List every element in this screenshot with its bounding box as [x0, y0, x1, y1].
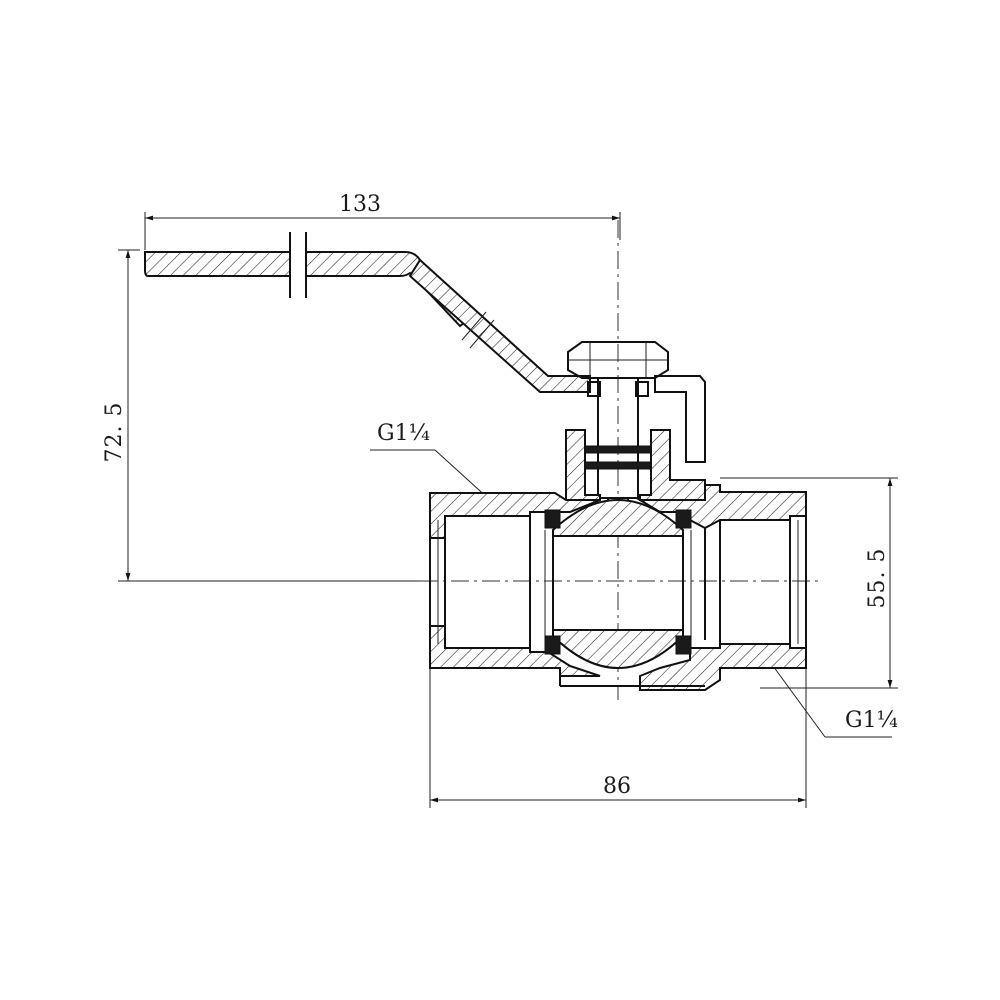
thread-label-left: G1¼	[377, 421, 430, 446]
thread-callout-left: G1¼	[370, 421, 491, 501]
valve-seats	[544, 509, 692, 655]
dimension-label-72-5: 72. 5	[102, 402, 127, 463]
valve-body-left	[429, 492, 601, 677]
dimension-height: 72. 5	[102, 249, 430, 582]
dimension-body-height: 55. 5	[720, 477, 898, 689]
dimension-label-55-5: 55. 5	[865, 548, 890, 609]
dimension-handle-length: 133	[144, 192, 621, 250]
lever-handle	[144, 232, 706, 463]
stem-nut	[567, 341, 669, 379]
dimension-label-86: 86	[603, 774, 631, 799]
valve-body-right	[559, 484, 807, 691]
thread-label-right: G1¼	[845, 708, 898, 733]
center-lines	[420, 220, 820, 700]
dimension-body-length: 86	[429, 668, 807, 808]
valve-ball	[544, 499, 692, 669]
dimension-label-133: 133	[339, 192, 381, 217]
